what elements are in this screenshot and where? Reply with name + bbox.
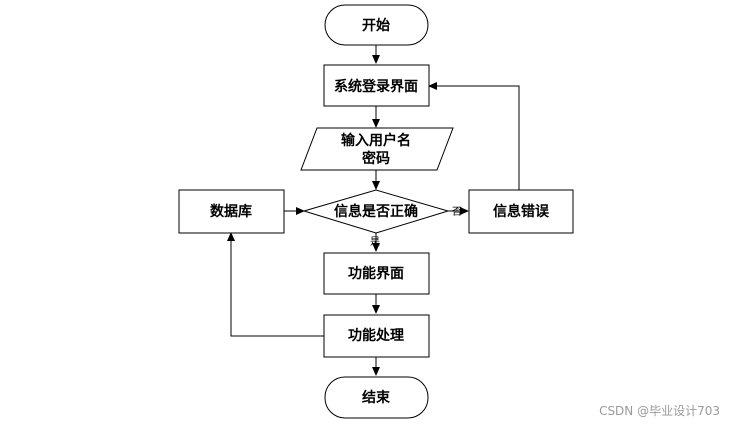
node-labels: 开始 系统登录界面 输入用户名 密码 信息是否正确 数据库 信息错误 功能界面 … (210, 17, 550, 406)
edge-process-to-database (227, 232, 324, 337)
start-terminator (324, 4, 429, 46)
edge-error-to-login (428, 82, 520, 190)
yes-edge-label: 是 (370, 236, 380, 248)
input-parallelogram (300, 127, 454, 171)
edge-labels: 否 是 (370, 206, 462, 248)
function-process-box (323, 314, 430, 358)
end-terminator (324, 376, 429, 419)
decision-diamond (302, 189, 450, 234)
decision-label: 信息是否正确 (334, 203, 418, 220)
function-screen-label: 功能界面 (348, 265, 404, 282)
database-box (178, 189, 285, 234)
database-label: 数据库 (210, 203, 252, 220)
start-label: 开始 (362, 17, 390, 34)
input-label-line1: 输入用户名 (341, 132, 411, 149)
nodes (178, 4, 574, 419)
error-box (468, 189, 574, 234)
end-label: 结束 (362, 389, 391, 406)
login-screen-box (323, 64, 430, 107)
input-label-line2: 密码 (361, 150, 390, 167)
function-process-label: 功能处理 (348, 327, 404, 344)
edges (227, 45, 520, 376)
no-edge-label: 否 (452, 206, 462, 218)
function-screen-box (323, 252, 430, 295)
watermark: CSDN @毕业设计703 (599, 404, 720, 418)
error-label: 信息错误 (493, 203, 550, 220)
login-screen-label: 系统登录界面 (334, 78, 418, 95)
